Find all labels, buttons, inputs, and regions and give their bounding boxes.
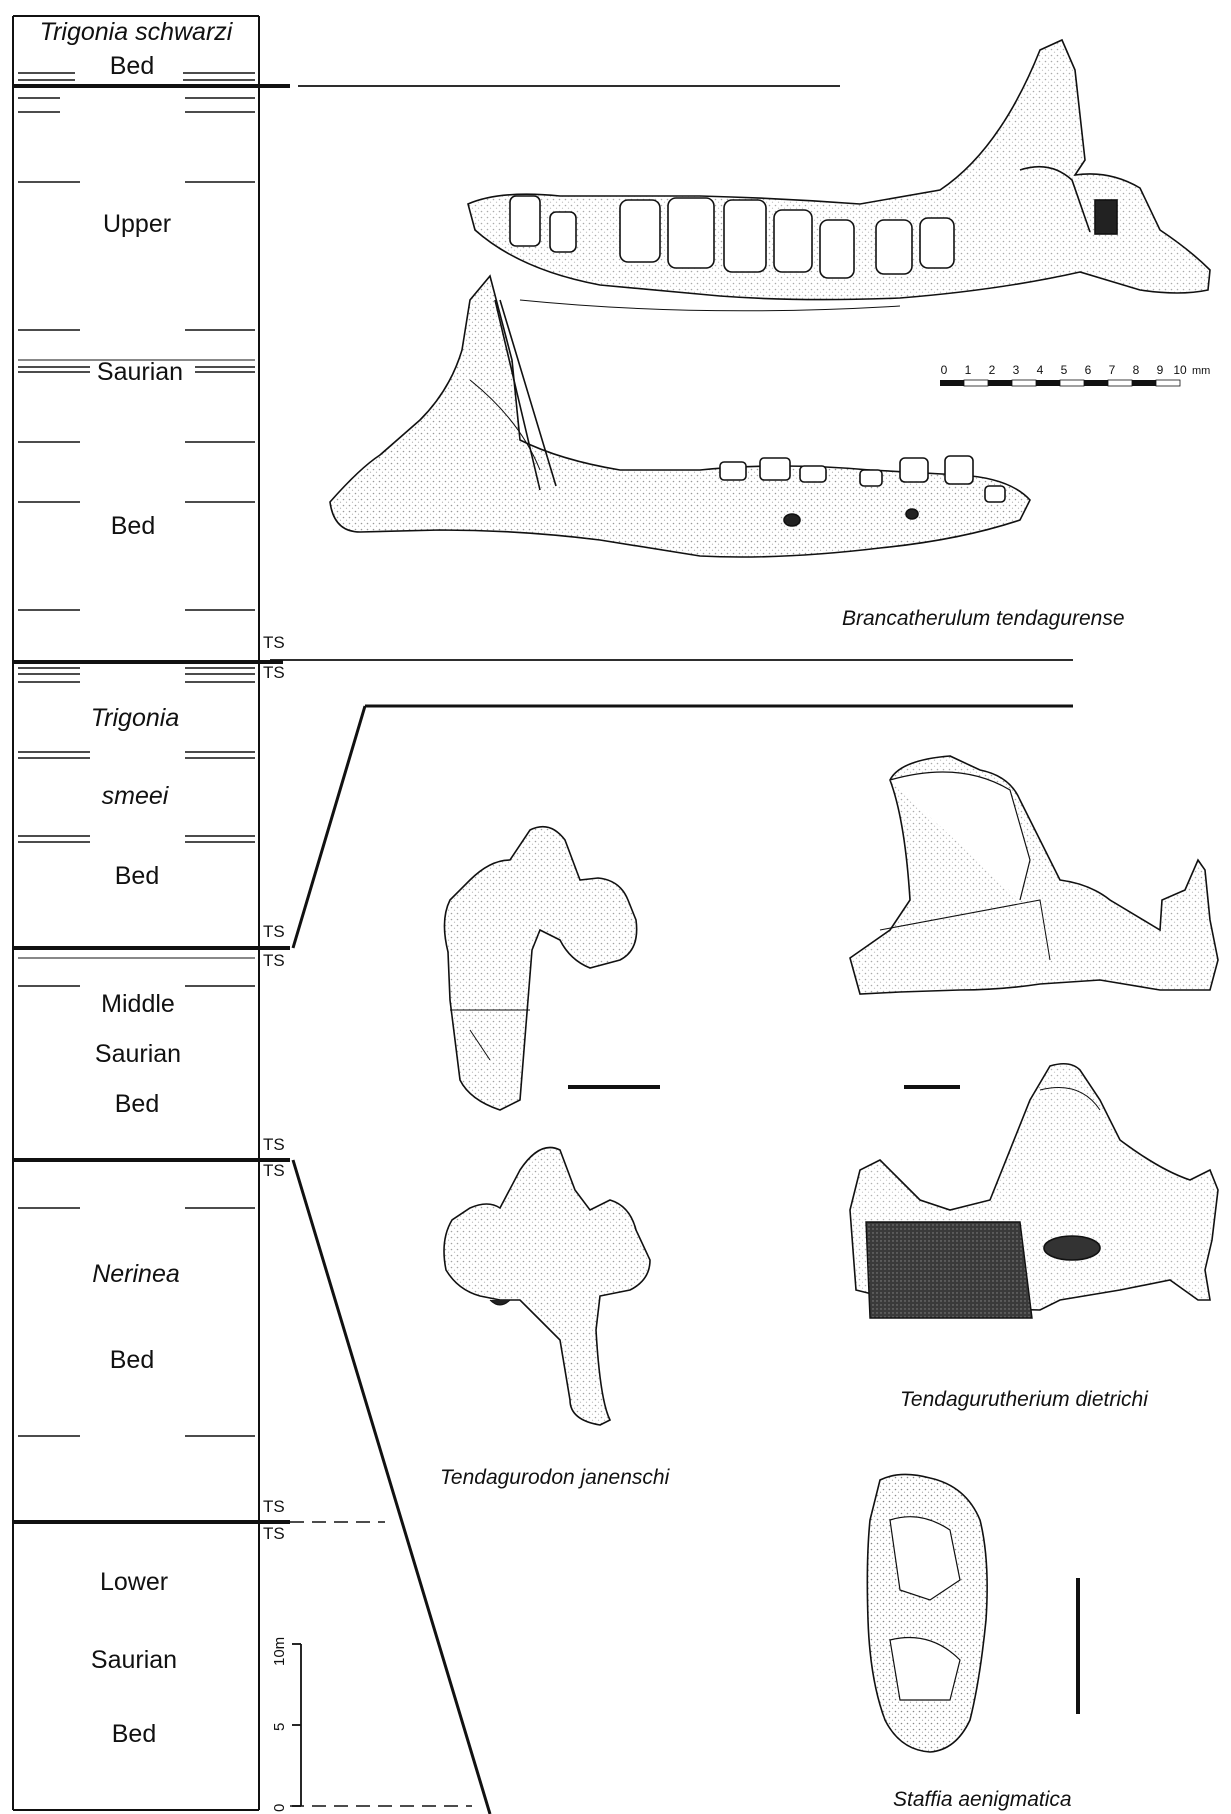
unit-label-middle-saurian-3: Bed xyxy=(115,1090,159,1118)
unit-label-nerinea-1: Nerinea xyxy=(92,1260,180,1288)
ts-label: TS xyxy=(263,1524,285,1543)
mm-tick: 8 xyxy=(1133,363,1140,377)
mm-tick: 3 xyxy=(1013,363,1020,377)
mm-tick: 10 xyxy=(1173,363,1187,377)
mm-tick: 2 xyxy=(989,363,996,377)
column-scale-labels: 0 5 10m xyxy=(271,1637,288,1812)
species-label-tendagurodon: Tendagurodon janenschi xyxy=(440,1466,671,1489)
ts-label: TS xyxy=(263,1497,285,1516)
staffia-tooth xyxy=(867,1474,987,1752)
unit-label-trigonia-smeei-3: Bed xyxy=(115,862,159,890)
mm-tick: 1 xyxy=(965,363,972,377)
mm-tick: 7 xyxy=(1109,363,1116,377)
unit-label-trigonia-smeei-1: Trigonia xyxy=(91,704,180,732)
ts-label: TS xyxy=(263,663,285,682)
unit-label-nerinea-2: Bed xyxy=(110,1346,154,1374)
mm-tick: 4 xyxy=(1037,363,1044,377)
ts-label: TS xyxy=(263,1161,285,1180)
scale-tick-0: 0 xyxy=(271,1804,288,1812)
bed-labels: Trigonia schwarzi Bed Upper Saurian Bed … xyxy=(40,18,234,1748)
ts-label: TS xyxy=(263,922,285,941)
brancatherulum-jaw-lateral xyxy=(330,276,1030,557)
scale-tick-5: 5 xyxy=(271,1723,288,1731)
mm-tick: 5 xyxy=(1061,363,1068,377)
mm-scale-segments xyxy=(940,380,1180,386)
tendagurodon-tooth-top xyxy=(444,827,636,1110)
tendagurodon-tooth-bottom xyxy=(444,1148,650,1426)
species-label-tendagurutherium: Tendagurutherium dietrichi xyxy=(900,1388,1149,1411)
species-label-staffia: Staffia aenigmatica xyxy=(893,1788,1072,1811)
mm-scale-bar: 0 1 2 3 4 5 6 7 8 9 10 mm xyxy=(940,363,1210,386)
species-label-brancatherulum: Brancatherulum tendagurense xyxy=(842,607,1125,630)
scale-tick-10m: 10m xyxy=(271,1637,288,1666)
mm-tick: 6 xyxy=(1085,363,1092,377)
unit-label-lower-saurian-1: Lower xyxy=(100,1568,168,1596)
ts-labels: TS TS TS TS TS TS TS TS xyxy=(263,633,285,1543)
unit-label-lower-saurian-2: Saurian xyxy=(91,1646,177,1674)
unit-label-lower-saurian-3: Bed xyxy=(112,1720,156,1748)
ts-label: TS xyxy=(263,1135,285,1154)
unit-label-upper-saurian-2: Saurian xyxy=(97,358,183,386)
unit-label-trigonia-schwarzi-2: Bed xyxy=(110,52,154,80)
ts-label: TS xyxy=(263,951,285,970)
brancatherulum-jaw-top xyxy=(468,40,1210,311)
unit-label-upper-saurian-1: Upper xyxy=(103,210,171,238)
stratigraphic-column xyxy=(13,16,472,1810)
mm-unit: mm xyxy=(1192,365,1210,377)
unit-label-upper-saurian-3: Bed xyxy=(111,512,155,540)
tendagurutherium-jaw-bottom xyxy=(850,1064,1218,1318)
mm-tick: 9 xyxy=(1157,363,1164,377)
tendagurutherium-jaw-top xyxy=(850,756,1218,994)
ts-label: TS xyxy=(263,633,285,652)
unit-label-trigonia-schwarzi-1: Trigonia schwarzi xyxy=(40,18,234,46)
unit-label-middle-saurian-2: Saurian xyxy=(95,1040,181,1068)
unit-label-middle-saurian-1: Middle xyxy=(101,990,175,1018)
mm-tick: 0 xyxy=(941,363,948,377)
unit-label-trigonia-smeei-2: smeei xyxy=(102,782,170,810)
